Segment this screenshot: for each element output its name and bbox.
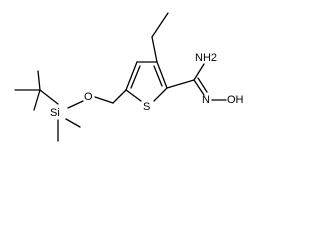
bond-o-ch2: [94, 96, 114, 104]
bond-ring-c2-s: [153, 87, 168, 102]
bond-amidine-n-double-a: [193, 79, 205, 96]
bond-amidine-n-double-b: [197, 77, 208, 93]
bond-ring-s-c5: [125, 89, 142, 102]
silyl-group: Si: [50, 100, 84, 142]
bond-ring-c5-c4: [125, 61, 138, 91]
imine-nitrogen-label: N: [202, 94, 210, 106]
amino-group-label: NH2: [195, 52, 217, 64]
silyl-ether-linker: O: [84, 89, 127, 104]
silicon-atom-label: Si: [50, 107, 60, 119]
bond-ch2-ring: [112, 89, 127, 104]
bond-si-o: [67, 100, 84, 109]
bond-ring-ethyl-ch2: [151, 36, 158, 63]
bond-si-methyl-right: [65, 118, 81, 128]
bond-tbu-to-si: [39, 89, 59, 105]
hydroxyl-group-label: OH: [227, 94, 244, 106]
amidoxime-group: NH2 N OH: [166, 52, 244, 106]
chemical-structure-diagram: Si O S NH2 N OH: [14, 12, 244, 142]
tert-butyl-group: [14, 70, 59, 111]
bond-amidine-nh2: [193, 63, 205, 81]
thiophene-ring: S: [125, 61, 168, 113]
bond-ethyl-ch3: [151, 12, 169, 38]
bond-tbu-methyl-top: [37, 70, 41, 91]
bond-ring-amidine-carbon: [166, 79, 195, 89]
bond-tbu-methyl-bottom: [33, 89, 41, 111]
bond-ring-c5-c4-double: [130, 65, 141, 89]
sulfur-atom-label: S: [143, 101, 150, 113]
ethyl-group: [151, 12, 169, 63]
ether-oxygen-label: O: [84, 91, 93, 103]
bond-ring-c3-c2: [156, 61, 168, 89]
bond-ring-c3-c2-double: [153, 65, 163, 87]
